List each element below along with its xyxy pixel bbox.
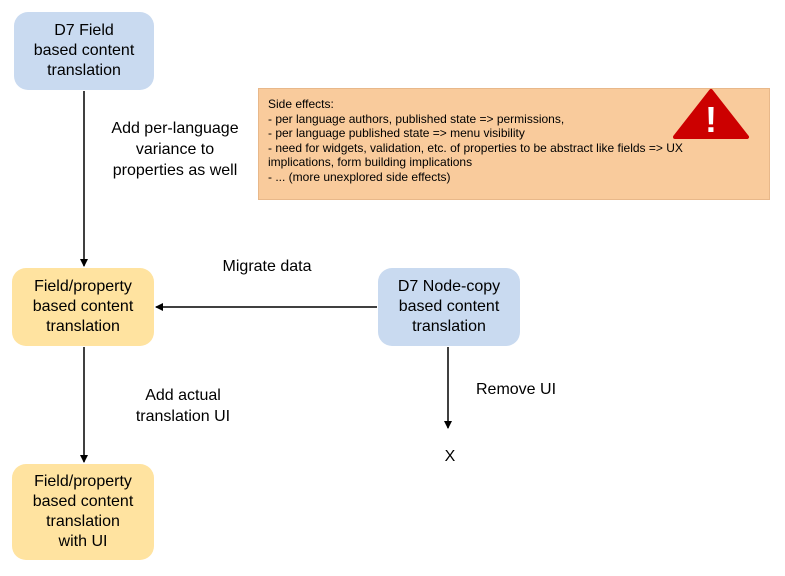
side-effects-note: Side effects: - per language authors, pu… (258, 88, 770, 200)
edge-label-remove-ui: Remove UI (475, 381, 557, 398)
warning-glyph: ! (705, 99, 717, 140)
terminal-x: X (444, 448, 456, 465)
node-d7-nodecopy-translation: D7 Node-copy based content translation (378, 268, 520, 346)
node-line: based content (32, 298, 134, 315)
node-line: based content (398, 298, 500, 315)
node-line: translation (47, 62, 121, 79)
node-line: D7 Node-copy (397, 278, 501, 295)
node-line: Field/property (34, 278, 132, 295)
edge-label-migrate-data: Migrate data (222, 258, 312, 275)
edge-label-line: Add actual (145, 387, 221, 404)
warning-triangle-icon: ! (673, 89, 749, 140)
edge-label-line: properties as well (112, 162, 238, 179)
node-field-property-translation: Field/property based content translation (12, 268, 154, 346)
node-d7-field-translation: D7 Field based content translation (14, 12, 154, 90)
edge-label-add-variance: Add per-language variance to properties … (100, 118, 250, 181)
side-effects-line: - need for widgets, validation, etc. of … (268, 140, 683, 155)
edge-label-line: variance to (135, 141, 215, 158)
side-effects-line: - per language published state => menu v… (268, 126, 525, 141)
node-line: D7 Field (54, 22, 114, 39)
side-effects-line: Side effects: (268, 97, 334, 111)
node-line: based content (32, 493, 134, 510)
node-line: translation (46, 513, 120, 530)
side-effects-line: - ... (more unexplored side effects) (268, 169, 451, 184)
node-line: based content (33, 42, 135, 59)
side-effects-line: - per language authors, published state … (268, 111, 565, 126)
node-line: with UI (58, 533, 108, 550)
edge-label-add-translation-ui: Add actual translation UI (118, 385, 248, 427)
edge-label-line: translation UI (135, 408, 231, 425)
edge-label-line: Add per-language (111, 120, 239, 137)
node-line: Field/property (34, 473, 132, 490)
node-line: translation (46, 318, 120, 335)
side-effects-line: implications, form building implications (268, 155, 473, 170)
node-line: translation (412, 318, 486, 335)
node-field-property-translation-with-ui: Field/property based content translation… (12, 464, 154, 560)
